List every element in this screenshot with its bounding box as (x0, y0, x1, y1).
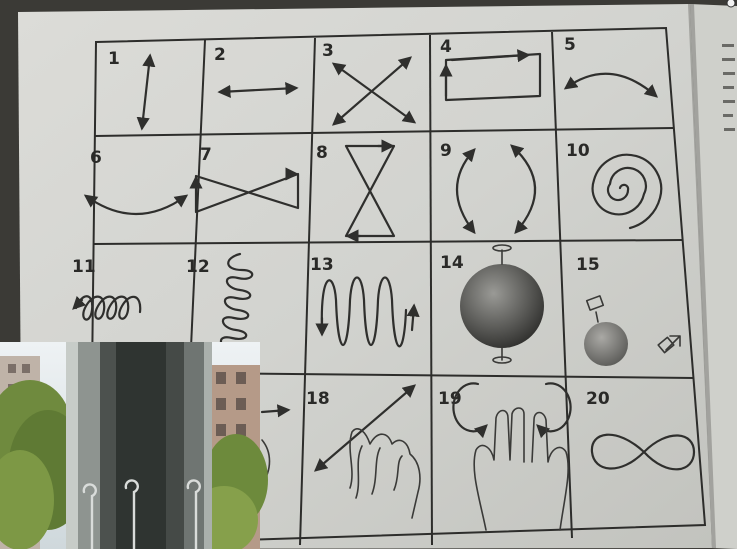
window-frame (78, 342, 100, 549)
exercise-number: 11 (72, 257, 96, 277)
exercise-number: 9 (440, 141, 452, 161)
exercise-number: 8 (316, 143, 328, 163)
exercise-number: 12 (186, 257, 210, 277)
window-frame-left (66, 342, 78, 549)
exercise-number: 5 (564, 35, 576, 55)
corner-icon (727, 0, 735, 7)
exercise-number: 14 (440, 253, 464, 273)
exercise-number: 4 (440, 37, 452, 57)
exercise-number: 13 (310, 255, 334, 275)
exercise-number: 18 (306, 389, 330, 409)
exercise-number: 6 (90, 148, 102, 168)
exercise-number: 3 (322, 41, 334, 61)
exercise-number: 10 (566, 141, 590, 161)
exercise-number: 20 (586, 389, 610, 409)
exercise-number: 2 (214, 45, 226, 65)
exercise-number: 1 (108, 49, 120, 69)
window-photo-inset (0, 342, 268, 549)
exercise-number: 15 (576, 255, 600, 275)
exercise-number: 7 (200, 145, 212, 165)
